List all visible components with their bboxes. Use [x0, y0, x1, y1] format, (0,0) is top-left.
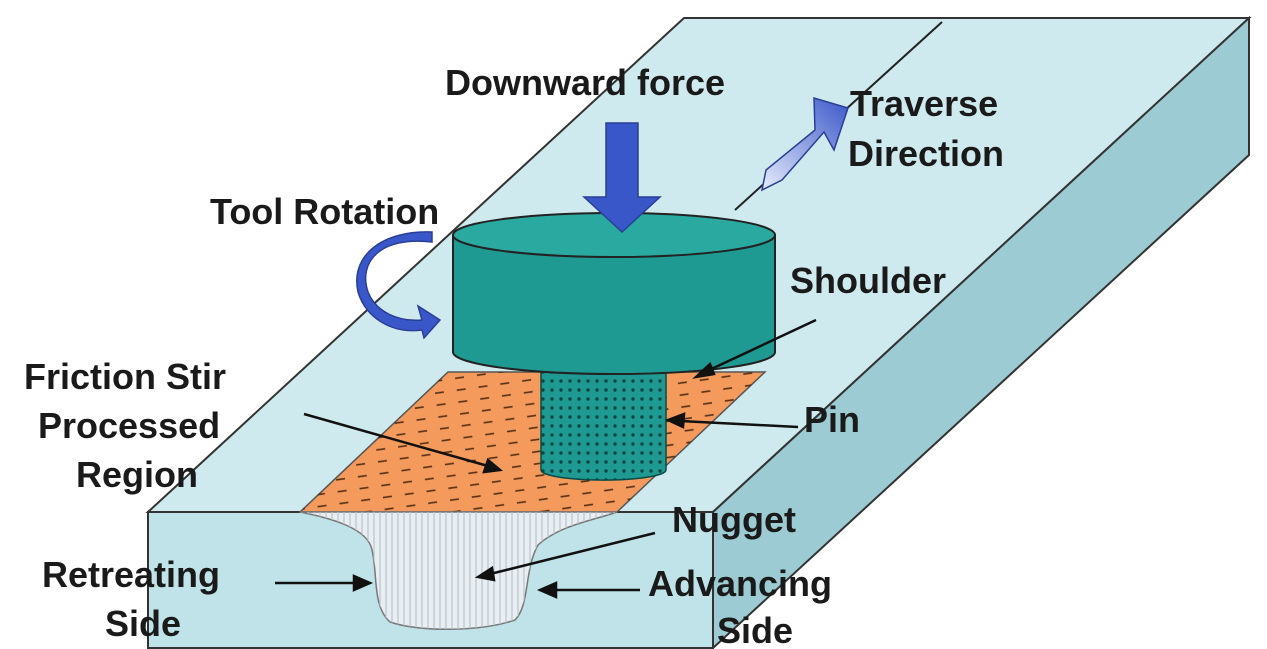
pin-leader-head — [664, 412, 686, 429]
nugget-leader — [489, 531, 656, 576]
label-advancing-line1: Advancing — [648, 563, 832, 604]
label-traverse-line2: Direction — [848, 133, 1004, 174]
pin-texture — [541, 372, 666, 481]
label-region-line3: Region — [76, 454, 198, 495]
label-region-line2: Processed — [38, 405, 220, 446]
traverse-direction-arrow-icon — [760, 96, 849, 192]
label-advancing-line2: Side — [717, 610, 793, 649]
advancing-leader-head — [536, 581, 558, 599]
tool-rotation-arrow-icon — [356, 231, 442, 340]
label-shoulder: Shoulder — [790, 260, 946, 301]
label-traverse-line1: Traverse — [850, 83, 998, 124]
nugget-texture — [300, 512, 617, 630]
tool-shoulder — [452, 234, 776, 375]
downward-force-arrow-icon — [582, 122, 662, 234]
label-downward-force: Downward force — [445, 62, 725, 103]
label-retreating-line1: Retreating — [42, 554, 220, 595]
region-leader-head — [482, 457, 504, 474]
label-region-line1: Friction Stir — [24, 356, 226, 397]
retreating-leader-head — [352, 574, 374, 592]
shoulder-leader — [704, 318, 817, 374]
region-leader — [303, 412, 489, 468]
nugget-leader-head — [474, 565, 496, 582]
label-tool-rotation: Tool Rotation — [210, 191, 439, 232]
shoulder-leader-head — [692, 361, 716, 379]
pin-leader — [679, 419, 799, 429]
label-nugget: Nugget — [672, 499, 796, 540]
label-pin: Pin — [804, 399, 860, 440]
leader-lines — [275, 318, 817, 599]
label-retreating-line2: Side — [105, 603, 181, 644]
